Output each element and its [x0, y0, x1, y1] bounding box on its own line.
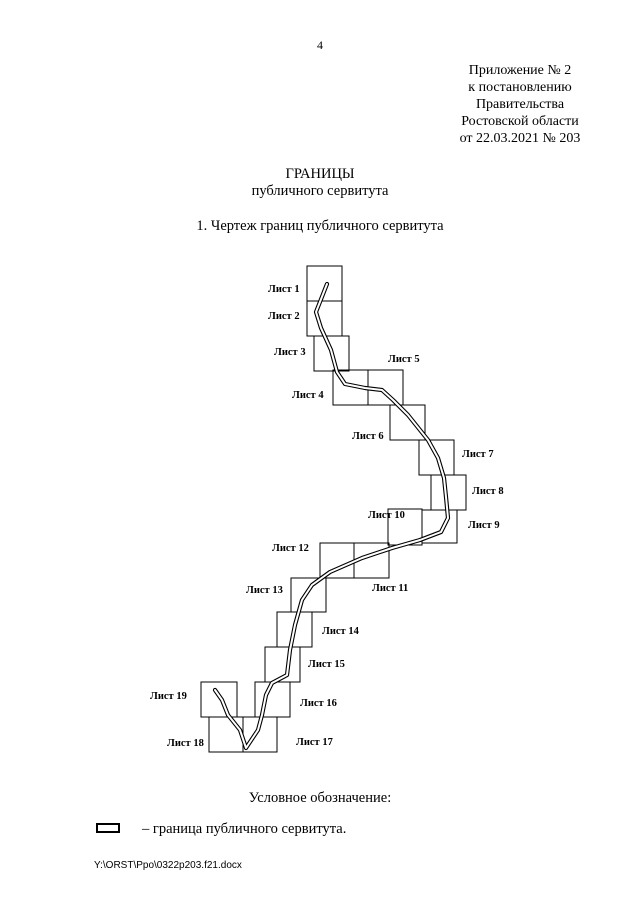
- sheet-label-2: Лист 2: [268, 311, 300, 322]
- sheet-label-10: Лист 10: [368, 510, 405, 521]
- sheet-label-8: Лист 8: [472, 486, 504, 497]
- sheet-grid: [200, 265, 467, 753]
- sheet-frame-18: [208, 716, 244, 753]
- sheet-label-11: Лист 11: [372, 583, 408, 594]
- footer-file-path: Y:\ORST\Ppo\0322p203.f21.docx: [94, 860, 242, 871]
- appendix-line-5: от 22.03.2021 № 203: [459, 131, 581, 146]
- legend-boundary-swatch: [96, 823, 120, 833]
- appendix-header: Приложение № 2 к постановлению Правитель…: [430, 62, 610, 147]
- sheet-frame-6: [389, 404, 426, 441]
- servitude-route: [212, 281, 451, 751]
- sheet-label-17: Лист 17: [296, 737, 333, 748]
- section-heading: 1. Чертеж границ публичного сервитута: [196, 218, 444, 234]
- sheet-label-6: Лист 6: [352, 431, 384, 442]
- legend-description: граница публичного сервитута.: [152, 821, 347, 837]
- sheet-frame-13: [290, 577, 327, 613]
- sheet-label-1: Лист 1: [268, 284, 300, 295]
- sheet-labels: Лист 1 Лист 2 Лист 3 Лист 4 Лист 5 Лист …: [150, 284, 504, 749]
- document-subtitle: публичного сервитута: [251, 183, 389, 199]
- document-title: ГРАНИЦЫ: [285, 166, 355, 182]
- sheet-label-4: Лист 4: [292, 390, 324, 401]
- appendix-line-4: Ростовской области: [461, 114, 579, 129]
- legend-entry: – граница публичного сервитута.: [142, 821, 346, 838]
- page-number: 4: [317, 38, 323, 52]
- sheet-label-9: Лист 9: [468, 520, 500, 531]
- sheet-label-15: Лист 15: [308, 659, 345, 670]
- sheet-frame-19: [200, 681, 238, 718]
- legend-title: Условное обозначение:: [248, 790, 392, 806]
- sheet-label-12: Лист 12: [272, 543, 309, 554]
- sheet-frame-3: [313, 335, 350, 372]
- appendix-line-3: Правительства: [475, 97, 565, 112]
- sheet-label-3: Лист 3: [274, 347, 306, 358]
- sheet-label-19: Лист 19: [150, 691, 187, 702]
- legend-dash: –: [142, 821, 150, 837]
- sheet-frame-16: [254, 681, 291, 718]
- sheet-label-18: Лист 18: [167, 738, 204, 749]
- sheet-label-14: Лист 14: [322, 626, 360, 637]
- appendix-line-1: Приложение № 2: [468, 63, 572, 78]
- sheet-label-16: Лист 16: [300, 698, 337, 709]
- sheet-frame-12: [319, 542, 355, 579]
- sheet-label-13: Лист 13: [246, 585, 283, 596]
- appendix-line-2: к постановлению: [468, 80, 572, 95]
- sheet-label-5: Лист 5: [388, 354, 420, 365]
- sheet-label-7: Лист 7: [462, 449, 494, 460]
